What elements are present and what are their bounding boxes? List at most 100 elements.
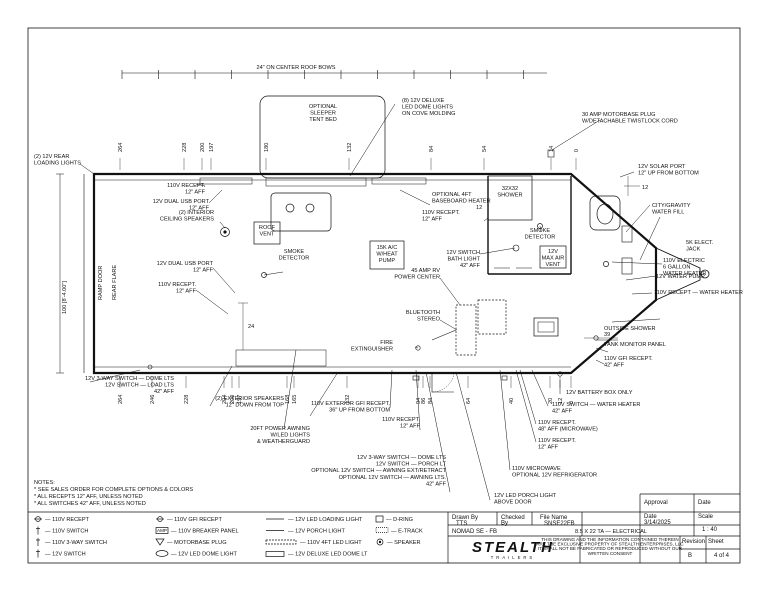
label-recept-left: 110V RECEPT.12" AFF	[158, 282, 196, 295]
dim-top-264: 264	[118, 143, 124, 152]
legend-label-gfi: — 110V GFI RECEPT	[167, 517, 222, 523]
date-value: 3/14/2025	[644, 520, 671, 526]
dim-bottom-228: 228	[184, 395, 190, 404]
dim-bottom-132: 132	[345, 395, 351, 404]
smoke-detector-icon	[261, 272, 267, 278]
revision-value: B	[688, 553, 692, 559]
scale-value: 1 : 40	[702, 527, 718, 533]
label-battery-box: 12V BATTERY BOX ONLY	[566, 390, 633, 396]
legend-dome: — 12V LED DOME LIGHT	[155, 550, 237, 558]
dim-top-200: 200	[200, 143, 206, 152]
brand-subtitle: TRAILERS	[491, 555, 535, 560]
dim-bottom-94: 94	[416, 398, 422, 404]
rear-flare-label: REAR FLARE	[112, 265, 118, 300]
dim-top-180: 180	[264, 143, 270, 152]
dim-top-14: 14	[549, 146, 555, 152]
porch-light-icon	[501, 375, 508, 381]
label-tank-monitor: TANK MONITOR PANEL	[604, 342, 666, 348]
symbol-legend: — 110V RECEPT— 110V SWITCH— 110V 3-WAY S…	[34, 515, 423, 558]
label-recept-top: 110V RECEPT.12" AFF	[167, 183, 205, 196]
battery-box-icon	[557, 371, 563, 377]
dim-bottom-0: 0	[569, 401, 575, 404]
label-outside-shower: OUTSIDE SHOWER	[604, 326, 656, 332]
legend-switch12: — 12V SWITCH	[36, 549, 86, 558]
date-label: Date	[698, 500, 711, 506]
brand-logo: STEALTH	[472, 539, 554, 556]
legend-label-led4ft: — 110V 4FT LED LIGHT	[300, 540, 362, 546]
label-recept-bottom: 110V RECEPT.12" AFF	[382, 417, 420, 430]
sheet-label: Sheet	[708, 539, 724, 545]
dim-bottom-64: 64	[466, 398, 472, 404]
dim-top-132: 132	[347, 143, 353, 152]
legend-label-etrack: — E-TRACK	[391, 529, 423, 535]
dimension-12-solar: 12	[642, 185, 648, 191]
sheet-value: 4 of 4	[714, 553, 730, 559]
label-recept-12: 110V RECEPT.12" AFF	[538, 438, 576, 451]
drawn-by-value: TTS	[456, 521, 467, 527]
label-recept-microwave: 110V RECEPT.48" AFF (MICROWAVE)	[538, 420, 598, 433]
bath-smoke-detector-icon	[537, 223, 543, 229]
dimension-39: 39	[604, 332, 610, 338]
notes: NOTES:* SEE SALES ORDER FOR COMPLETE OPT…	[34, 480, 193, 507]
dim-bottom-200: 200	[230, 395, 236, 404]
dim-bottom-86: 86	[421, 398, 427, 404]
dimension-12-heater: 12	[476, 205, 482, 211]
panel-abbr: AMP	[157, 528, 167, 533]
fire-extinguisher-icon	[415, 345, 421, 351]
legend-label-switch3: — 110V 3-WAY SWITCH	[45, 540, 107, 546]
legend-label-dome: — 12V LED DOME LIGHT	[171, 552, 237, 558]
legend-label-switch12: — 12V SWITCH	[45, 552, 86, 558]
legend-label-porch: — 12V PORCH LIGHT	[288, 529, 345, 535]
legend-speaker: — SPEAKER	[376, 538, 421, 546]
ramp-door-label: RAMP DOOR	[98, 266, 104, 300]
leader-lines	[79, 103, 663, 501]
legend-plug: — MOTORBASE PLUG	[155, 538, 227, 546]
ceiling-speaker-center-icon	[223, 230, 227, 234]
dim-bottom-197: 197	[237, 395, 243, 404]
label-exterior-gfi: 110V EXTERIOR GFI RECEPT.36" UP FROM BOT…	[311, 401, 390, 414]
legend-label-dring: — D-RING	[386, 517, 413, 523]
dim-top-84: 84	[429, 146, 435, 152]
legend-etrack: — E-TRACK	[375, 527, 423, 535]
dim-bottom-246: 246	[150, 395, 156, 404]
ceiling-speaker-icon	[220, 227, 230, 237]
dim-bottom-264: 264	[118, 395, 124, 404]
plan-symbols	[147, 149, 609, 381]
motorbase-plug-icon	[547, 149, 555, 158]
approval-label: Approval	[644, 500, 668, 506]
label-jack: 5K ELECT.JACK	[686, 240, 714, 253]
dim-bottom-204: 204	[222, 395, 228, 404]
dim-bottom-20: 20	[548, 398, 554, 404]
legend-label-switch: — 110V SWITCH	[45, 529, 88, 535]
dim-bottom-12: 12	[558, 398, 564, 404]
dim-top-0: 0	[574, 149, 580, 152]
legend-label-plug: — MOTORBASE PLUG	[167, 540, 227, 546]
trailer-outline	[56, 95, 710, 393]
legend-gfi: — 110V GFI RECEPT	[156, 516, 222, 523]
roof-bows-dimension: 24" ON CENTER ROOF BOWS	[121, 65, 547, 79]
